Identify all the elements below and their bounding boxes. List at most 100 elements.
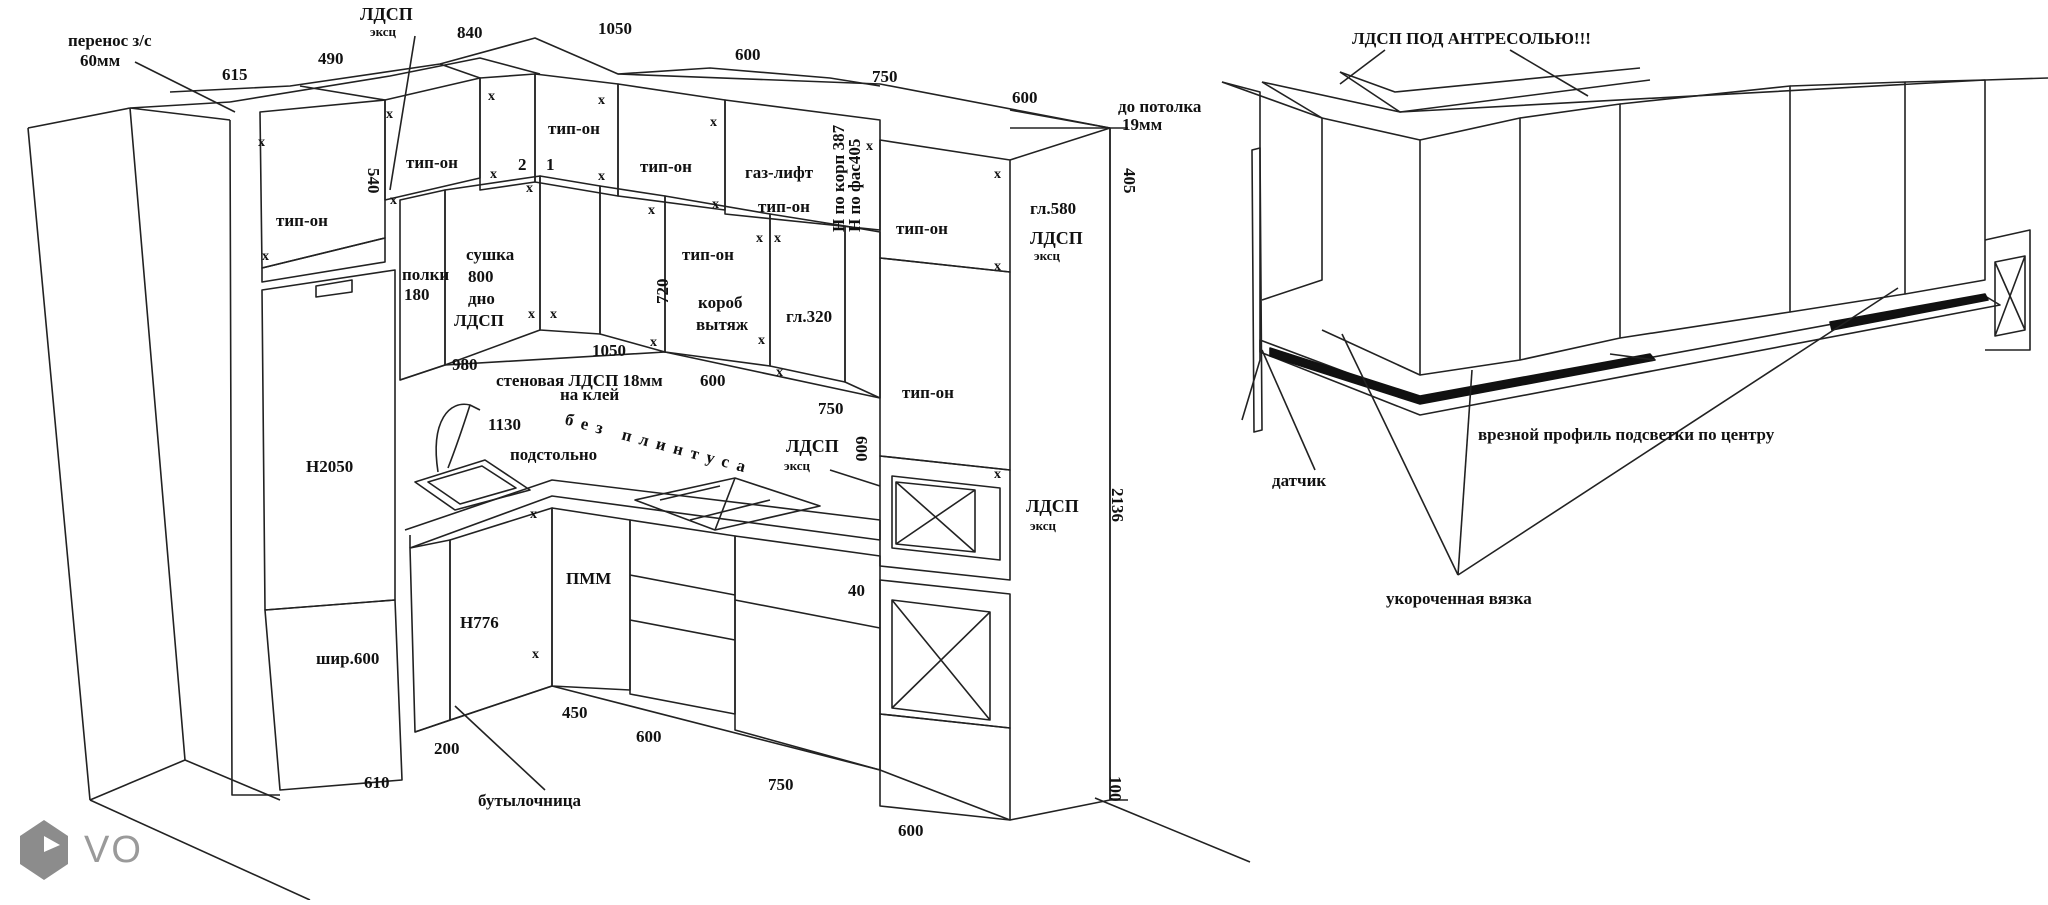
gl580-label: гл.580 (1030, 199, 1076, 218)
fridge-height-label: Н2050 (306, 457, 353, 476)
upper-cabinet-7 (879, 139, 1011, 273)
tipon-label-2: тип-он (406, 153, 458, 172)
detail-cabinet-2 (1419, 117, 1521, 376)
gl320-label: гл.320 (786, 307, 832, 326)
light-profile (1269, 347, 1656, 405)
h-fas-label: Н по фас405 (845, 139, 864, 232)
tipon-label-5: тип-он (758, 197, 810, 216)
ldsp-right-label: ЛДСП эксц (1026, 496, 1083, 533)
detail-cabinet-1 (1321, 117, 1421, 376)
carry-label: перенос з/с 60мм (68, 31, 156, 70)
svg-text:x: x (994, 467, 1001, 482)
dim-600-top: 600 (735, 45, 761, 64)
svg-text:x: x (712, 197, 719, 212)
svg-text:x: x (390, 193, 397, 208)
svg-text:x: x (550, 307, 557, 322)
underbuilt-label: подстольно (510, 445, 597, 464)
dim-490: 490 (318, 49, 344, 68)
sink (414, 459, 531, 511)
svg-text:x: x (598, 93, 605, 108)
svg-text:x: x (776, 365, 783, 380)
detail-right-cut (1984, 229, 2031, 351)
dishwasher-label: ПММ (566, 569, 611, 588)
worktop-front-edge (409, 495, 881, 549)
profile-label: врезной профиль подсветки по центру (1478, 425, 1775, 444)
dim-720: 720 (653, 279, 672, 305)
dim-600-top-right: 600 (1012, 88, 1038, 107)
svg-text:x: x (774, 231, 781, 246)
ldsp-top-label: ЛДСП эксц (360, 4, 417, 39)
dim-750-mid: 750 (818, 399, 844, 418)
tipon-label-4: тип-он (640, 157, 692, 176)
tall-column (129, 101, 231, 761)
svg-text:x: x (526, 181, 533, 196)
worktop-back-edge (404, 479, 881, 531)
dim-615: 615 (222, 65, 248, 84)
dim-180: 180 (404, 285, 430, 304)
svg-text:x: x (866, 139, 873, 154)
svg-text:x: x (994, 259, 1001, 274)
short-tie-label: укороченная вязка (1386, 589, 1532, 608)
dim-1050: 1050 (598, 19, 632, 38)
svg-text:x: x (758, 333, 765, 348)
svg-text:x: x (488, 89, 495, 104)
floor-line-left (89, 799, 311, 901)
svg-text:x: x (532, 647, 539, 662)
gaslift-label: газ-лифт (745, 163, 814, 182)
wall-panel-label: стеновая ЛДСП 18мм на клей (496, 371, 667, 404)
fridge-lower (264, 599, 403, 791)
dim-1050-mid: 1050 (592, 341, 626, 360)
dim-450: 450 (562, 703, 588, 722)
dim-405: 405 (1120, 168, 1139, 194)
fridge-upper (261, 269, 396, 611)
tap (435, 403, 481, 473)
detail-side-rod (1251, 147, 1263, 433)
svg-text:x: x (598, 169, 605, 184)
dim-600-vertical: 600 (852, 436, 871, 462)
dim-40: 40 (848, 581, 865, 600)
detail-labels: ЛДСП ПОД АНТРЕСОЛЬЮ!!! врезной профиль п… (1272, 29, 1775, 608)
svg-text:x: x (994, 167, 1001, 182)
drawer-unit (629, 519, 736, 715)
dim-980: 980 (452, 355, 478, 374)
svg-text:x: x (650, 335, 657, 350)
base-cabinet-right (734, 535, 881, 771)
shelves-label: полки (402, 265, 449, 284)
dim-100: 100 (1106, 776, 1125, 802)
x-marks: x x x x x x x x x x x x x x x x x x x x … (258, 89, 1001, 662)
tall-upper-door (879, 257, 1011, 471)
tipon-label-8: тип-он (902, 383, 954, 402)
hob (634, 477, 821, 531)
microwave (895, 481, 976, 553)
hood-box-label: короб вытяж (696, 293, 749, 334)
svg-text:x: x (756, 231, 763, 246)
dim-610: 610 (364, 773, 390, 792)
tipon-label-3: тип-он (548, 119, 600, 138)
svg-text:x: x (386, 107, 393, 122)
detail-cabinet-4 (1619, 85, 1791, 339)
cabinet-height-label: Н776 (460, 613, 499, 632)
sensor-label: датчик (1272, 471, 1326, 490)
ldsp-exc-right-label: ЛДСП эксц (1030, 228, 1087, 263)
dim-750-bottom: 750 (768, 775, 794, 794)
fridge-width-label: шир.600 (316, 649, 379, 668)
dryer-label: сушка 800 дно ЛДСП (454, 245, 518, 330)
hood-box-cabinet (664, 195, 771, 367)
bottle-rack-label: бутылочница (478, 791, 582, 810)
svg-text:x: x (528, 307, 535, 322)
dim-840: 840 (457, 23, 483, 42)
ldsp-mid-label: ЛДСП эксц (784, 436, 843, 473)
detail-cabinet-3 (1519, 103, 1621, 361)
svg-text:x: x (710, 115, 717, 130)
dim-600-mid: 600 (700, 371, 726, 390)
svg-text:x: x (258, 135, 265, 150)
dim-540: 540 (364, 168, 383, 194)
dishwasher (551, 507, 631, 691)
h-korp-label: Н по корп 387 (829, 124, 848, 232)
dim-2136: 2136 (1108, 488, 1127, 522)
microwave-niche (879, 455, 1011, 581)
detail-cabinet-5 (1789, 81, 1906, 313)
tipon-label-7: тип-он (682, 245, 734, 264)
